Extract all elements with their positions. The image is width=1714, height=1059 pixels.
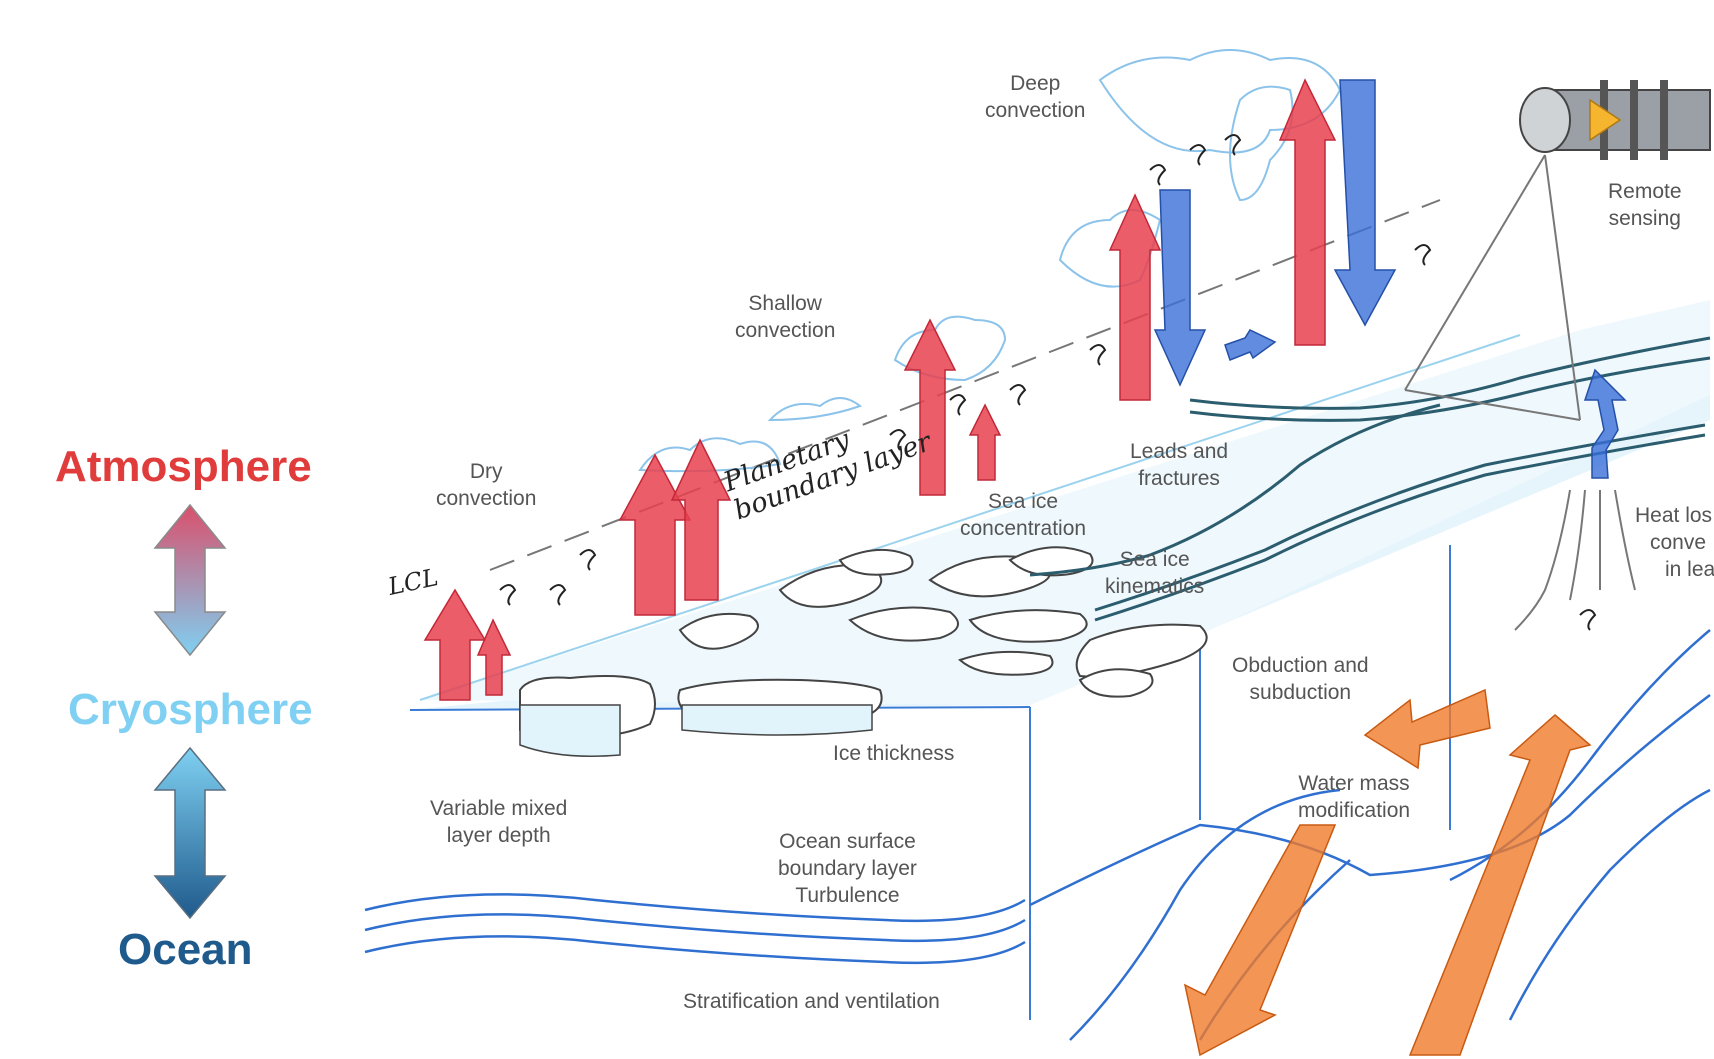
label-sea-ice-kinematics: Sea ice kinematics [1105, 546, 1204, 600]
atmosphere-cryosphere-arrow-icon [155, 505, 225, 655]
label-heat-loss: Heat los conve in lea [1635, 502, 1714, 583]
label-sea-ice-concentration: Sea ice concentration [960, 488, 1086, 542]
cryosphere-ocean-arrow-icon [155, 748, 225, 918]
label-leads-fractures: Leads and fractures [1130, 438, 1228, 492]
label-remote-sensing: Remote sensing [1608, 178, 1682, 232]
ice-keels [520, 705, 872, 756]
label-ocean-surface-boundary-layer: Ocean surface boundary layer Turbulence [778, 828, 917, 909]
label-deep-convection: Deep convection [985, 70, 1085, 124]
label-stratification-ventilation: Stratification and ventilation [683, 988, 940, 1015]
legend-cryosphere: Cryosphere [68, 685, 313, 735]
label-dry-convection: Dry convection [436, 458, 536, 512]
satellite-icon [1520, 80, 1710, 160]
label-ice-thickness: Ice thickness [833, 740, 954, 767]
legend-atmosphere: Atmosphere [55, 442, 312, 492]
legend-ocean: Ocean [118, 925, 253, 975]
label-water-mass-modification: Water mass modification [1298, 770, 1410, 824]
label-obduction-subduction: Obduction and subduction [1232, 652, 1369, 706]
label-variable-mixed-layer: Variable mixed layer depth [430, 795, 567, 849]
label-shallow-convection: Shallow convection [735, 290, 835, 344]
heat-loss-plumes [1515, 490, 1635, 630]
